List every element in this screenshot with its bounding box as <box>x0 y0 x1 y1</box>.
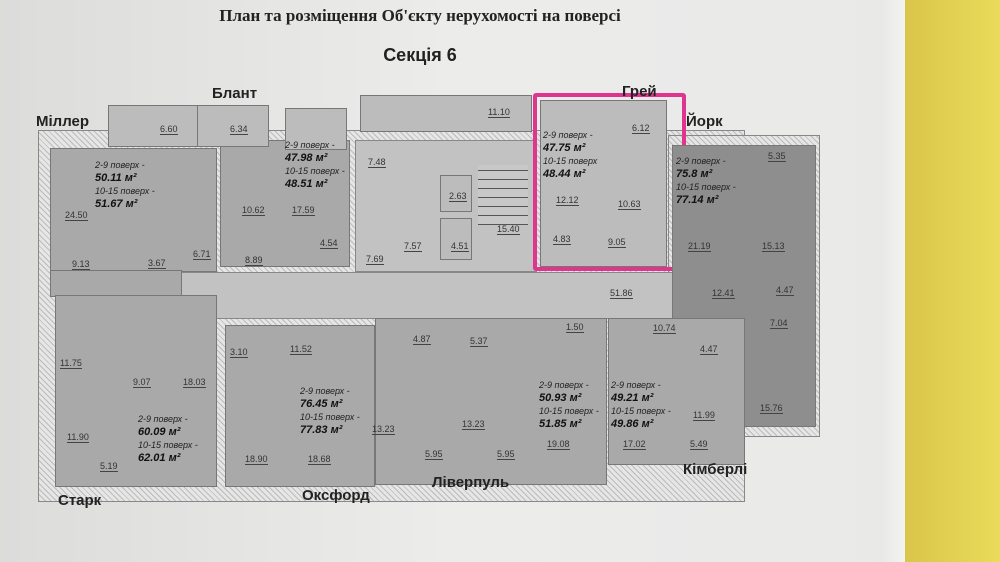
common-area: 7.48 <box>368 157 386 168</box>
room-area: 18.90 <box>245 454 268 465</box>
room-area: 17.02 <box>623 439 646 450</box>
room-area: 19.08 <box>547 439 570 450</box>
common-area: 4.51 <box>451 241 469 252</box>
room-area: 13.23 <box>372 424 395 435</box>
room-area: 15.13 <box>762 241 785 252</box>
staircase <box>478 165 528 225</box>
room-area: 10.62 <box>242 205 265 216</box>
apartment-miller[interactable] <box>50 148 217 272</box>
paper-edge <box>880 0 908 562</box>
room-area: 4.54 <box>320 238 338 249</box>
apartment-name-stark: Старк <box>58 492 102 509</box>
room-area: 11.75 <box>60 358 82 369</box>
room-area: 8.89 <box>245 255 263 266</box>
room-area: 5.19 <box>100 461 118 472</box>
blant-bedroom <box>285 108 347 150</box>
room-area: 12.12 <box>556 195 579 206</box>
common-area: 51.86 <box>610 288 633 299</box>
room-area: 5.95 <box>497 449 515 460</box>
common-room-top <box>360 95 532 132</box>
apartment-kimberley[interactable] <box>608 318 745 465</box>
corridor <box>180 272 682 319</box>
room-area: 10.63 <box>618 199 641 210</box>
room-area: 5.35 <box>768 151 786 162</box>
plan-title: План та розміщення Об'єкту нерухомості н… <box>219 6 621 25</box>
apartment-name-liverpool: Ліверпуль <box>432 474 510 491</box>
room-area: 6.12 <box>632 123 650 134</box>
room-area: 6.71 <box>193 249 211 260</box>
room-area: 4.83 <box>553 234 571 245</box>
room-area: 3.10 <box>230 347 248 358</box>
room-area: 21.19 <box>688 241 711 252</box>
room-area: 11.99 <box>693 410 715 421</box>
room-area: 6.34 <box>230 124 248 135</box>
apartment-name-york: Йорк <box>686 113 723 130</box>
elevator-1 <box>440 175 472 212</box>
room-area: 18.68 <box>308 454 331 465</box>
balcony-blant <box>197 105 269 147</box>
apartment-name-oxford: Оксфорд <box>302 487 370 504</box>
yellow-background <box>905 0 1000 562</box>
room-area: 5.37 <box>470 336 488 347</box>
apartment-stark[interactable] <box>55 295 217 487</box>
room-area: 11.52 <box>290 344 312 355</box>
apartment-miller-bath <box>50 270 182 297</box>
common-area: 7.69 <box>366 254 384 265</box>
room-area: 4.87 <box>413 334 431 345</box>
balcony-miller <box>108 105 198 147</box>
room-area: 10.74 <box>653 323 676 334</box>
room-area: 9.05 <box>608 237 626 248</box>
apartment-name-kimberley: Кімберлі <box>683 461 748 478</box>
room-area: 13.23 <box>462 419 485 430</box>
apartment-grey[interactable] <box>540 100 667 267</box>
room-area: 18.03 <box>183 377 206 388</box>
room-area: 6.60 <box>160 124 178 135</box>
elevator-2 <box>440 218 472 260</box>
room-area: 4.47 <box>776 285 794 296</box>
room-area: 3.67 <box>148 258 166 269</box>
apartment-name-miller: Міллер <box>36 113 90 130</box>
common-area: 2.63 <box>449 191 467 202</box>
apartment-liverpool[interactable] <box>375 318 607 485</box>
apartment-name-grey: Грей <box>622 83 657 100</box>
section-title: Секція 6 <box>383 45 457 65</box>
room-area: 15.76 <box>760 403 783 414</box>
room-area: 9.13 <box>72 259 90 270</box>
common-area: 15.40 <box>497 224 520 235</box>
room-area: 7.04 <box>770 318 788 329</box>
room-area: 1.50 <box>566 322 584 333</box>
apartment-oxford[interactable] <box>225 325 375 487</box>
room-area: 4.47 <box>700 344 718 355</box>
common-area: 7.57 <box>404 241 422 252</box>
room-area: 11.90 <box>67 432 89 443</box>
common-area: 11.10 <box>488 107 510 118</box>
room-area: 12.41 <box>712 288 735 299</box>
room-area: 9.07 <box>133 377 151 388</box>
room-area: 24.50 <box>65 210 88 221</box>
apartment-blant[interactable] <box>220 140 350 267</box>
room-area: 5.49 <box>690 439 708 450</box>
room-area: 5.95 <box>425 449 443 460</box>
room-area: 17.59 <box>292 205 315 216</box>
apartment-name-blant: Блант <box>212 85 258 102</box>
